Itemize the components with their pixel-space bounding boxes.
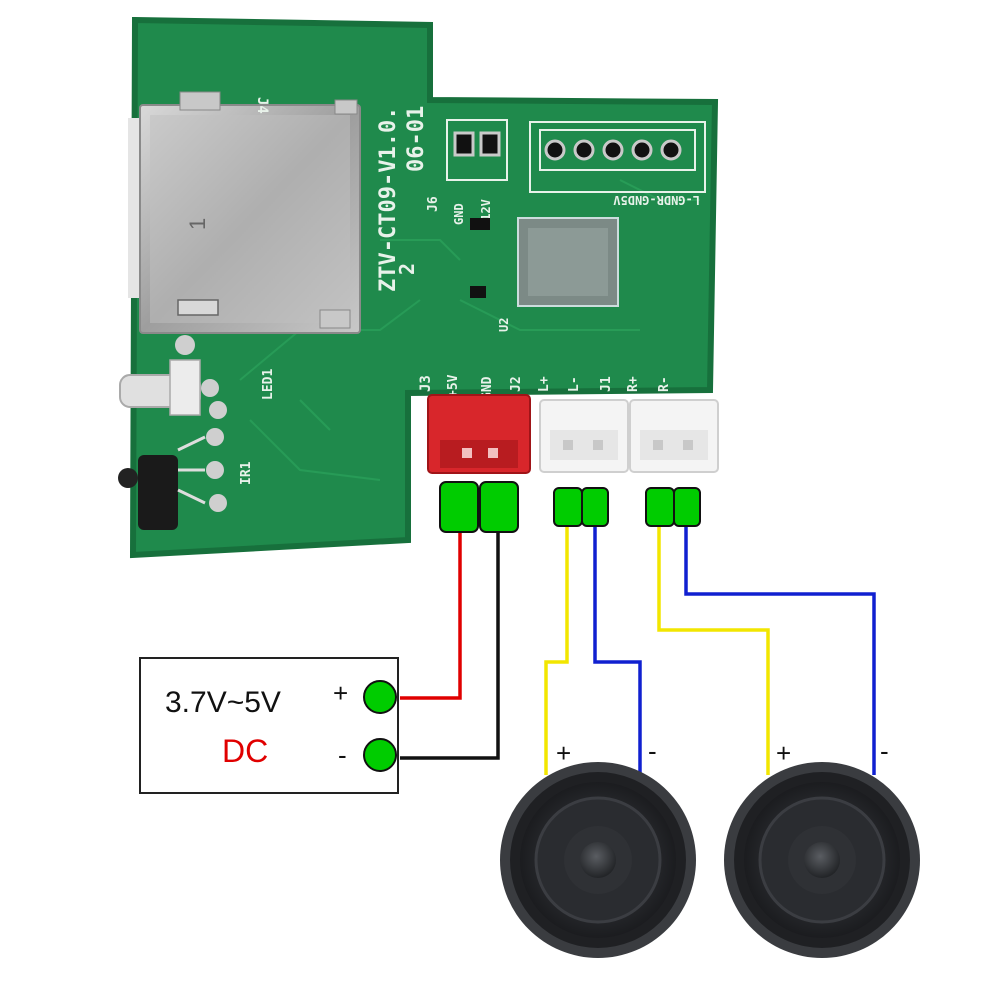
pcb-traces <box>239 179 700 481</box>
power-type-label: DC <box>222 733 268 769</box>
pcb-board: 1 J4 ZTV-CT09-V1.0. 06-01 2 LED1 IR1 J6 … <box>118 16 719 559</box>
smd-part <box>470 218 490 230</box>
label-j2: J2 <box>509 376 524 392</box>
terminal-blocks <box>439 481 701 533</box>
wire-black <box>400 530 500 760</box>
label-l-minus: L- <box>567 376 582 392</box>
label-r-minus: R- <box>657 376 672 392</box>
label-gnd-top: GND <box>452 203 466 225</box>
board-date: 06-01 <box>404 106 429 172</box>
label-r-plus: R+ <box>626 376 641 392</box>
power-supply-box: 3.7V~5V DC + - <box>139 657 399 794</box>
wire-right-yellow <box>657 524 770 775</box>
label-j6: J6 <box>426 196 441 212</box>
label-ir1: IR1 <box>239 461 254 485</box>
label-led1: LED1 <box>261 369 276 400</box>
main-chip <box>517 217 619 307</box>
wires <box>400 524 876 775</box>
label-j1: J1 <box>599 376 614 392</box>
power-connector-j3 <box>427 394 531 474</box>
power-plus-sign: + <box>333 678 348 708</box>
power-plus-terminal <box>363 680 397 714</box>
speaker-left: + - <box>500 736 696 958</box>
label-u2: U2 <box>497 318 511 332</box>
board-model: ZTV-CT09-V1.0. <box>376 107 401 292</box>
ir-receiver-component <box>118 428 227 530</box>
left-speaker-connector-j2 <box>539 399 629 473</box>
j6-header <box>446 119 508 181</box>
label-j4: J4 <box>254 97 270 114</box>
terminal-pad-l-plus <box>553 487 583 527</box>
terminal-pad-plus5v <box>439 481 479 533</box>
label-5v: +5V <box>446 374 461 398</box>
wire-right-blue <box>684 524 876 775</box>
sd-slot-number: 1 <box>185 218 210 230</box>
speaker-left-plus-sign: + <box>556 738 571 768</box>
wire-left-blue <box>593 524 642 775</box>
terminal-pad-r-plus <box>645 487 675 527</box>
label-pin-header: L-GNDR-GND5V <box>613 193 700 207</box>
sd-card-slot: 1 <box>128 91 361 334</box>
label-j3: J3 <box>418 375 434 392</box>
power-minus-terminal <box>363 738 397 772</box>
speaker-right-plus-sign: + <box>776 738 791 768</box>
speaker-right-minus-sign: - <box>880 736 889 766</box>
label-l-plus: L+ <box>537 376 552 392</box>
terminal-pad-r-minus <box>673 487 701 527</box>
wire-red <box>400 530 462 700</box>
wire-left-yellow <box>544 524 569 775</box>
power-minus-sign: - <box>338 740 347 770</box>
smd-part <box>470 286 486 298</box>
terminal-pad-l-minus <box>581 487 609 527</box>
speaker-left-minus-sign: - <box>648 736 657 766</box>
power-voltage-label: 3.7V~5V <box>165 686 281 719</box>
right-speaker-connector-j1 <box>629 399 719 473</box>
speaker-right: + - <box>724 736 920 958</box>
five-pin-header <box>529 121 706 193</box>
board-revision: 2 <box>395 263 419 275</box>
terminal-pad-gnd <box>479 481 519 533</box>
led-component <box>119 335 227 419</box>
